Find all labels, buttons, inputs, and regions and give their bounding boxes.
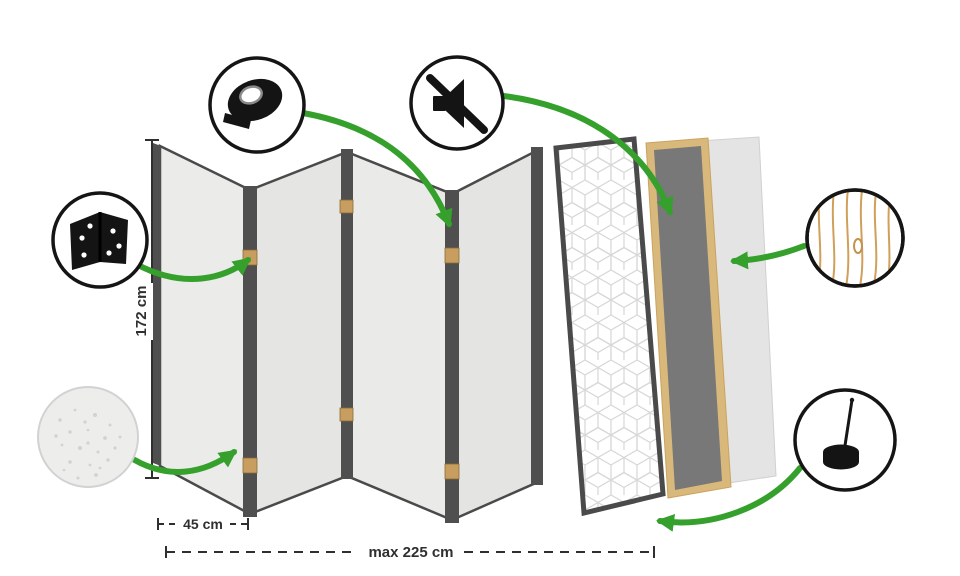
- inner-dark-board: [654, 146, 722, 490]
- framed-panel: [645, 137, 732, 499]
- anchor-pin-badge: [793, 388, 897, 492]
- no-sound-badge: [409, 55, 505, 151]
- hinge-icon: [70, 212, 128, 270]
- callout-arrows: [125, 93, 807, 532]
- max-width-dimension: max 225 cm: [165, 544, 655, 561]
- height-label: 172 cm: [133, 286, 150, 337]
- panel-1: [158, 143, 252, 517]
- hinge-2-bottom: [339, 407, 354, 422]
- arrow-wood-to-frame: [730, 243, 807, 270]
- no-sound-icon: [426, 74, 488, 134]
- hinge-3-top: [444, 247, 460, 264]
- panel-2: [248, 150, 349, 516]
- panel-edge-right: [531, 147, 543, 485]
- anchor-pin-icon: [823, 397, 859, 470]
- arrow-tape-to-hinge: [300, 110, 453, 228]
- hinge-3-bottom: [444, 463, 460, 480]
- arrow-texture-to-panel: [125, 449, 238, 475]
- fabric-texture-icon: [54, 408, 122, 480]
- arrow-pin-to-base: [656, 465, 803, 532]
- panel-edge-left: [153, 143, 161, 466]
- arrow-mute-to-board: [501, 93, 674, 216]
- panel-4: [450, 147, 540, 522]
- fold-edge-2: [341, 149, 353, 479]
- pattern-panel: [553, 136, 666, 517]
- panel-width-dimension: 45 cm: [157, 516, 249, 532]
- fabric-texture-badge: [37, 386, 139, 488]
- tape-roll-badge: [208, 56, 306, 154]
- hinge-1-bottom: [242, 457, 258, 474]
- arrow-hinge-to-fold: [133, 257, 252, 283]
- hinge-2-top: [339, 199, 354, 214]
- max-width-label: max 225 cm: [368, 544, 453, 561]
- tape-roll-icon: [223, 78, 283, 129]
- hinge-badge: [51, 191, 149, 289]
- accordion-panels: [153, 143, 543, 523]
- wood-texture-badge: [805, 188, 905, 288]
- panel-width-label: 45 cm: [183, 516, 223, 532]
- height-dimension: 172 cm: [133, 139, 159, 479]
- fold-edge-3: [445, 190, 459, 523]
- panel-3: [345, 150, 454, 522]
